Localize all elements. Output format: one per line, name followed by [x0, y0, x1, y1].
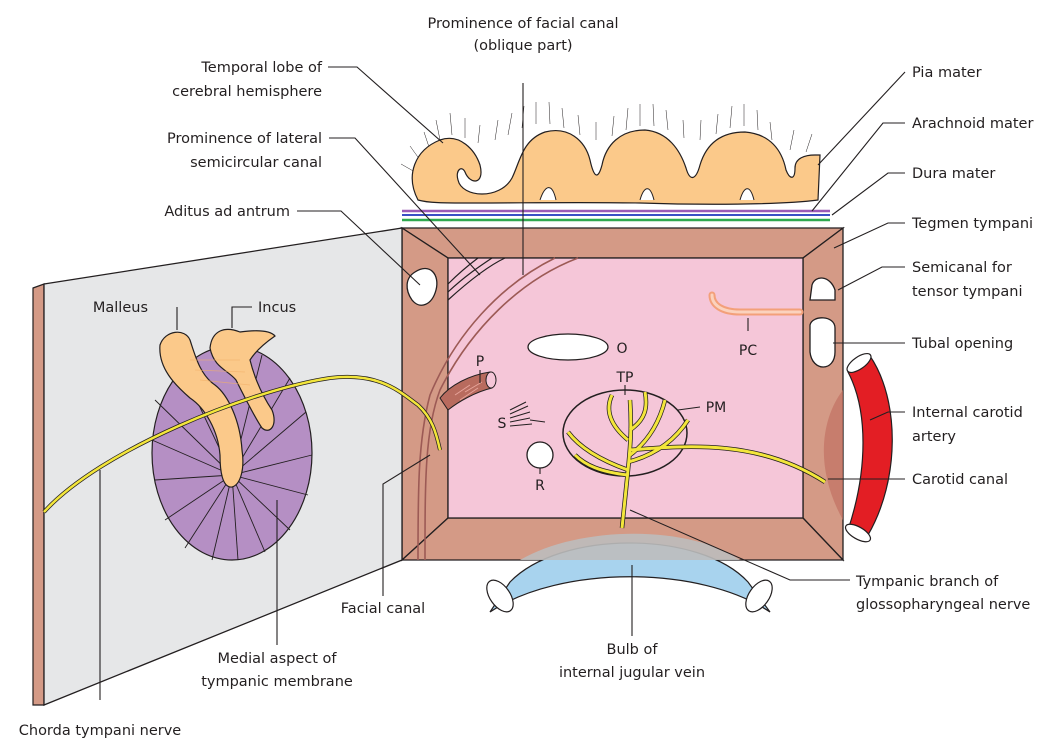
label-tegmen: Tegmen tympani — [911, 216, 1033, 232]
roof-wall — [402, 228, 843, 258]
label-facial-canal: Facial canal — [341, 601, 425, 617]
brain-gyri — [412, 130, 820, 204]
label-incus: Incus — [258, 300, 296, 316]
label-carotid-canal: Carotid canal — [912, 472, 1008, 488]
label-pia: Pia mater — [912, 65, 982, 81]
label-S: S — [498, 416, 507, 432]
meninges — [402, 211, 830, 220]
label-tympanic-branch-2: glossopharyngeal nerve — [856, 597, 1030, 613]
label-prominence-facial-2: (oblique part) — [473, 38, 572, 54]
label-arachnoid: Arachnoid mater — [912, 116, 1033, 132]
label-PM: PM — [706, 400, 727, 416]
label-carotid-artery: Internal carotid — [912, 405, 1023, 421]
label-prominence-lateral: Prominence of lateral — [167, 131, 322, 147]
label-tubal: Tubal opening — [911, 336, 1013, 352]
oval-window — [528, 334, 608, 360]
label-P: P — [476, 354, 484, 370]
label-temporal-lobe-2: cerebral hemisphere — [172, 84, 322, 100]
label-carotid-artery-2: artery — [912, 429, 956, 445]
temporal-lobe — [401, 102, 820, 204]
label-chorda: Chorda tympani nerve — [19, 723, 182, 739]
label-prominence-lateral-2: semicircular canal — [190, 155, 322, 171]
round-window — [527, 442, 553, 468]
label-semicanal: Semicanal for — [912, 260, 1012, 276]
tubal-opening — [810, 318, 835, 367]
label-R: R — [535, 478, 545, 494]
label-PC: PC — [739, 343, 757, 359]
label-tympanic-branch: Tympanic branch of — [855, 574, 999, 590]
label-bulb-2: internal jugular vein — [559, 665, 705, 681]
label-dura: Dura mater — [912, 166, 995, 182]
label-TP: TP — [616, 370, 634, 386]
label-O: O — [616, 341, 627, 357]
label-prominence-facial: Prominence of facial canal — [427, 16, 618, 32]
label-medial-aspect-2: tympanic membrane — [201, 674, 353, 690]
label-temporal-lobe: Temporal lobe of — [200, 60, 323, 76]
label-bulb: Bulb of — [607, 642, 659, 658]
label-semicanal-2: tensor tympani — [912, 284, 1023, 300]
label-aditus: Aditus ad antrum — [164, 204, 290, 220]
lateral-wall-door — [33, 228, 402, 705]
label-medial-aspect: Medial aspect of — [218, 651, 338, 667]
label-malleus: Malleus — [93, 300, 148, 316]
